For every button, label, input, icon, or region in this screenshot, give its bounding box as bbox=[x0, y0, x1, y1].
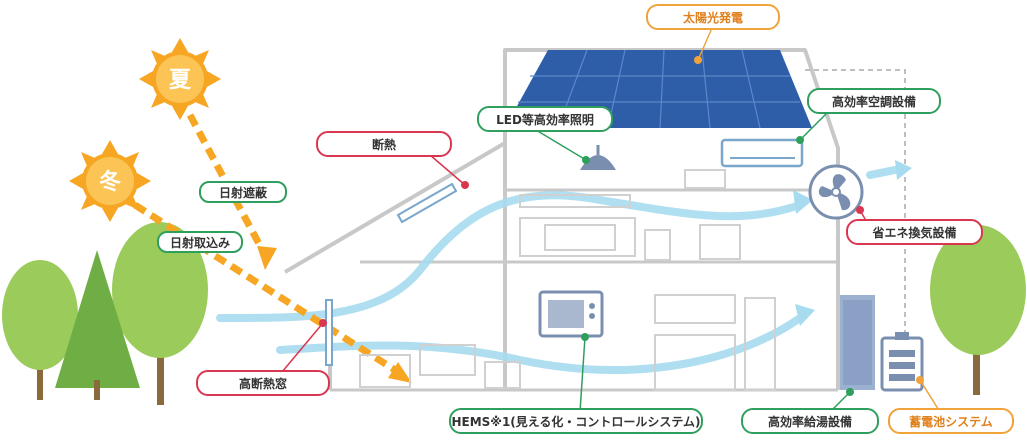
shading-callout: 日射遮蔽 bbox=[199, 181, 287, 203]
aircon-callout: 高効率空調設備 bbox=[807, 88, 941, 114]
battery-callout: 蓄電池システム bbox=[888, 408, 1014, 434]
winter-sun-icon bbox=[69, 140, 151, 222]
battery-icon bbox=[880, 332, 924, 392]
sun-ray-arrowheads bbox=[257, 246, 412, 383]
wiring-dashed bbox=[805, 69, 906, 340]
insulation-callout: 断熱 bbox=[316, 131, 452, 157]
insulation-panel bbox=[396, 182, 458, 224]
water-heater-callout: 高効率給湯設備 bbox=[741, 408, 879, 434]
leader-dots bbox=[319, 56, 924, 396]
trees-left bbox=[2, 222, 208, 405]
water-heater-unit bbox=[840, 295, 875, 390]
hems-monitor-icon bbox=[538, 290, 604, 338]
led-callout: LED等高効率照明 bbox=[477, 106, 613, 132]
aircon-unit bbox=[720, 138, 804, 168]
airflow-arrowheads bbox=[793, 160, 912, 326]
ventilation-fan-icon bbox=[808, 164, 864, 220]
furniture-lower bbox=[359, 294, 776, 391]
summer-sun-icon bbox=[139, 38, 221, 120]
window-callout: 高断熱窓 bbox=[196, 370, 330, 396]
ventilation-callout: 省エネ換気設備 bbox=[846, 219, 983, 245]
solar-callout: 太陽光発電 bbox=[646, 4, 780, 30]
window bbox=[325, 299, 333, 366]
furniture-upper bbox=[519, 169, 741, 261]
airflow-arrows bbox=[216, 166, 899, 374]
summer-sun-label: 夏 bbox=[169, 68, 192, 93]
hems-callout: HEMS※1(見える化・コントロールシステム) bbox=[449, 408, 703, 434]
winter-sun-label: 冬 bbox=[99, 169, 121, 195]
intake-callout: 日射取込み bbox=[157, 231, 243, 253]
tree-right bbox=[930, 225, 1026, 395]
